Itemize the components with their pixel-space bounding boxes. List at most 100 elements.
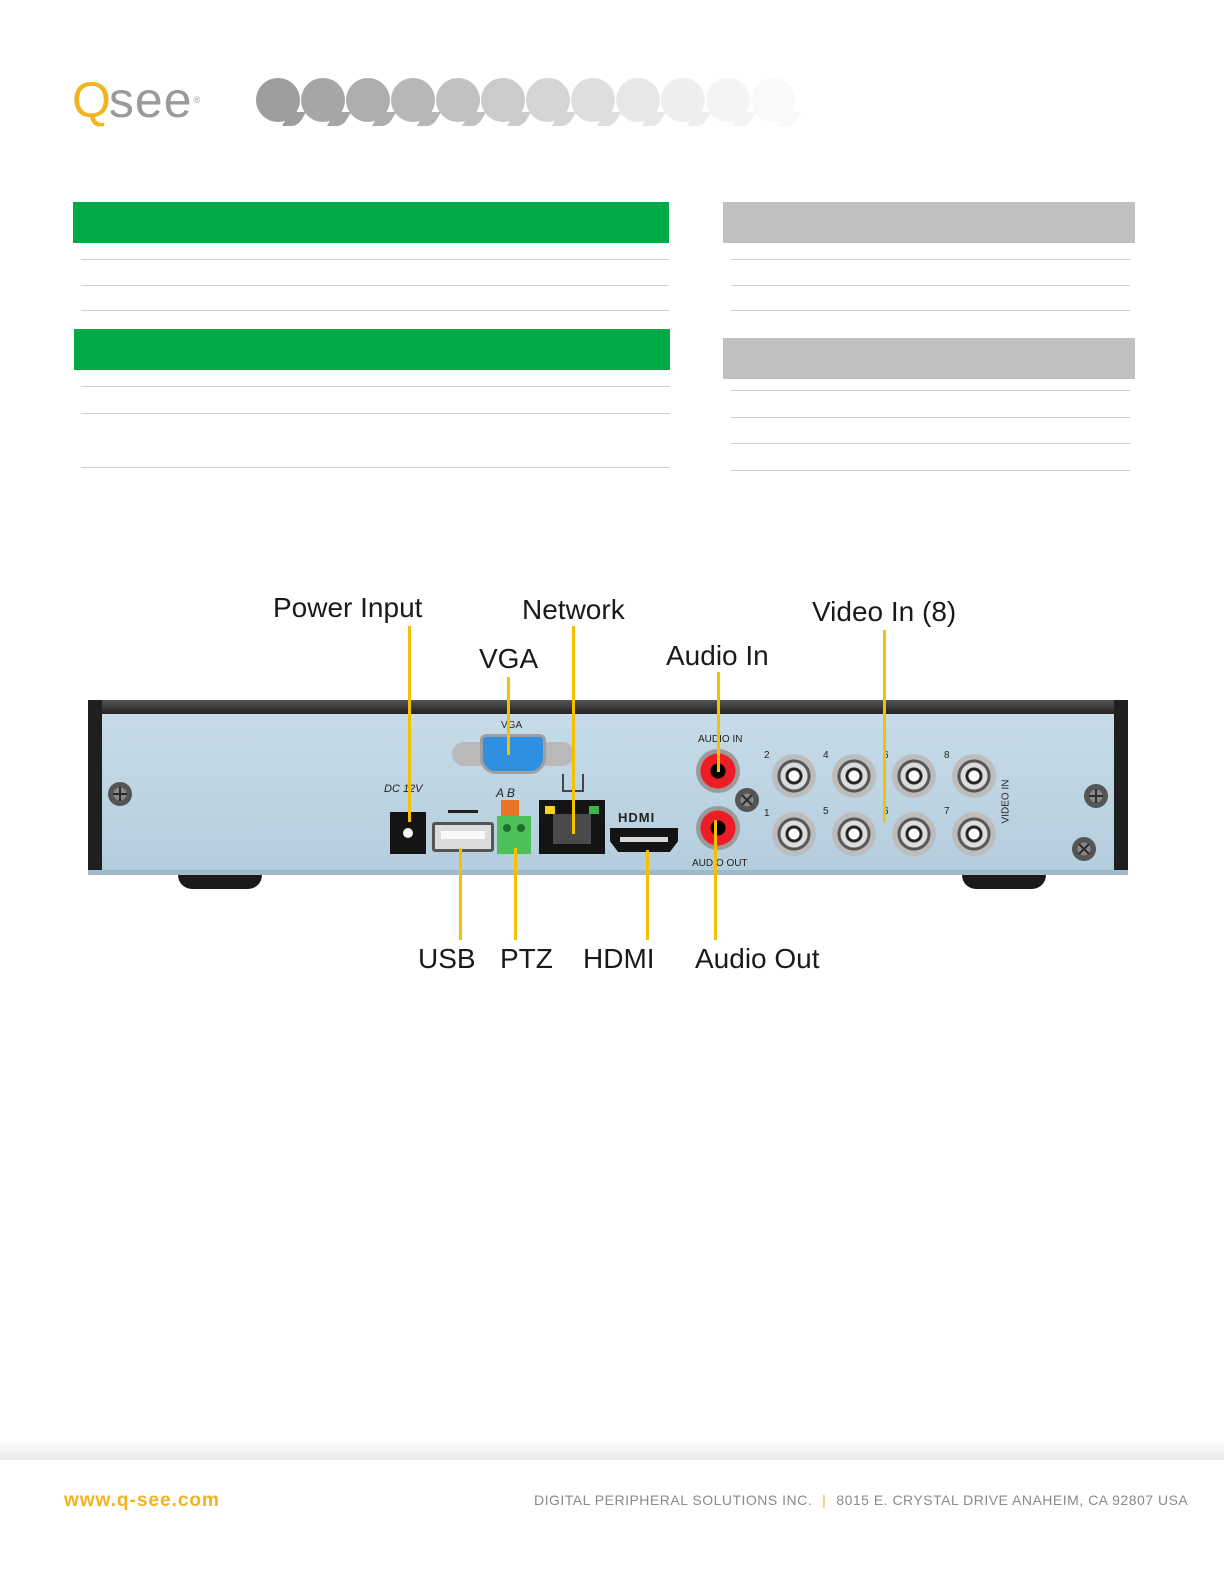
leader-usb <box>459 848 462 940</box>
channel-number: 5 <box>823 806 829 817</box>
footer-band <box>0 1440 1224 1460</box>
spec-row-divider <box>731 390 1130 391</box>
vga-connector <box>480 734 546 774</box>
screw-icon <box>1084 784 1108 808</box>
chassis-top-edge <box>88 700 1128 714</box>
footer-company-name: DIGITAL PERIPHERAL SOLUTIONS INC. <box>534 1492 813 1508</box>
logo-see: see <box>108 72 193 128</box>
rear-panel-face <box>102 714 1114 872</box>
vga-port <box>452 734 574 774</box>
hdmi-port <box>610 828 678 852</box>
callout-audio-out: Audio Out <box>695 943 820 974</box>
chassis-foot <box>962 875 1046 889</box>
leader-audio-out <box>714 820 717 940</box>
video-in-bnc-2 <box>772 754 816 798</box>
screw-icon <box>1072 837 1096 861</box>
panel-label-vga: VGA <box>501 720 523 731</box>
leader-video-in <box>883 630 886 822</box>
spec-row-divider <box>81 310 669 311</box>
callout-usb: USB <box>418 943 476 974</box>
usb-tongue <box>441 831 485 839</box>
panel-label-audio-in: AUDIO IN <box>698 734 743 745</box>
bubble-icon <box>301 78 345 122</box>
channel-number: 4 <box>823 750 829 761</box>
video-in-bnc-3 <box>832 812 876 856</box>
footer-address: 8015 E. CRYSTAL DRIVE ANAHEIM, CA 92807 … <box>836 1492 1189 1508</box>
spec-header-bar <box>74 329 670 370</box>
callout-video-in: Video In (8) <box>812 596 957 627</box>
leader-ptz <box>514 848 517 940</box>
link-led <box>545 806 555 814</box>
panel-label-ab: A B <box>496 786 515 800</box>
spec-row-divider <box>81 259 669 260</box>
leader-audio-in <box>717 672 720 772</box>
ptz-terminal-block <box>497 816 531 854</box>
hdmi-contact <box>620 837 668 842</box>
bubble-icon <box>751 78 795 122</box>
channel-number: 1 <box>764 808 770 819</box>
footer-company-info: DIGITAL PERIPHERAL SOLUTIONS INC. | 8015 E… <box>534 1492 1188 1508</box>
callout-hdmi: HDMI <box>583 943 655 974</box>
bubble-icon <box>706 78 750 122</box>
panel-label-video-in: VIDEO IN <box>1000 779 1012 824</box>
bubble-icon <box>571 78 615 122</box>
leader-vga <box>507 677 510 755</box>
spec-row-divider <box>731 443 1130 444</box>
logo-registered-mark: ® <box>193 95 201 105</box>
logo-q: Q <box>72 72 111 128</box>
spec-header-bar <box>723 202 1135 243</box>
bubble-icon <box>346 78 390 122</box>
callout-ptz: PTZ <box>500 943 553 974</box>
panel-label-dc: DC 12V <box>384 783 423 795</box>
channel-number: 7 <box>944 806 950 817</box>
leader-hdmi <box>646 850 649 940</box>
usb-icon <box>448 810 478 813</box>
video-in-bnc-1 <box>772 812 816 856</box>
bubble-icon <box>526 78 570 122</box>
panel-label-hdmi: HDMI <box>618 810 656 825</box>
callout-power-input: Power Input <box>273 592 423 623</box>
screw-icon <box>108 782 132 806</box>
footer-website-link[interactable]: www.q-see.com <box>64 1490 220 1511</box>
bubble-icon <box>256 78 300 122</box>
footer-separator: | <box>822 1492 827 1508</box>
leader-network <box>572 626 575 834</box>
panel-label-audio-out: AUDIO OUT <box>692 858 748 869</box>
video-in-bnc-4 <box>832 754 876 798</box>
chassis-right-side <box>1114 700 1128 872</box>
video-in-bnc-6 <box>892 754 936 798</box>
spec-row-divider <box>731 470 1130 471</box>
audio-out-jack <box>696 806 740 850</box>
bubble-icon <box>616 78 660 122</box>
callout-vga: VGA <box>479 643 539 674</box>
spec-row-divider <box>81 467 670 468</box>
spec-row-divider <box>731 417 1130 418</box>
spec-header-bar <box>73 202 669 243</box>
chassis-left-side <box>88 700 102 872</box>
chassis-bottom-lip <box>88 870 1128 875</box>
chassis-foot <box>178 875 262 889</box>
video-in-bnc-8 <box>952 754 996 798</box>
spec-row-divider <box>81 386 670 387</box>
video-in-bnc-5 <box>892 812 936 856</box>
activity-led <box>589 806 599 814</box>
spec-row-divider <box>81 413 670 414</box>
bubble-icon <box>661 78 705 122</box>
spec-row-divider <box>731 285 1130 286</box>
channel-number: 8 <box>944 750 950 761</box>
bubble-icon <box>481 78 525 122</box>
power-jack-pin <box>403 828 413 838</box>
ptz-pin-b <box>517 824 525 832</box>
usb-port <box>432 822 494 852</box>
dvr-chassis: VGA DC 12V A B HDMI <box>88 700 1128 875</box>
video-in-bnc-7 <box>952 812 996 856</box>
bubble-icon <box>436 78 480 122</box>
leader-power-input <box>408 626 411 822</box>
ptz-terminal-tabs <box>501 800 519 816</box>
ptz-pin-a <box>503 824 511 832</box>
spec-row-divider <box>731 310 1130 311</box>
spec-row-divider <box>81 285 669 286</box>
channel-number: 2 <box>764 750 770 761</box>
callout-audio-in: Audio In <box>666 640 769 671</box>
